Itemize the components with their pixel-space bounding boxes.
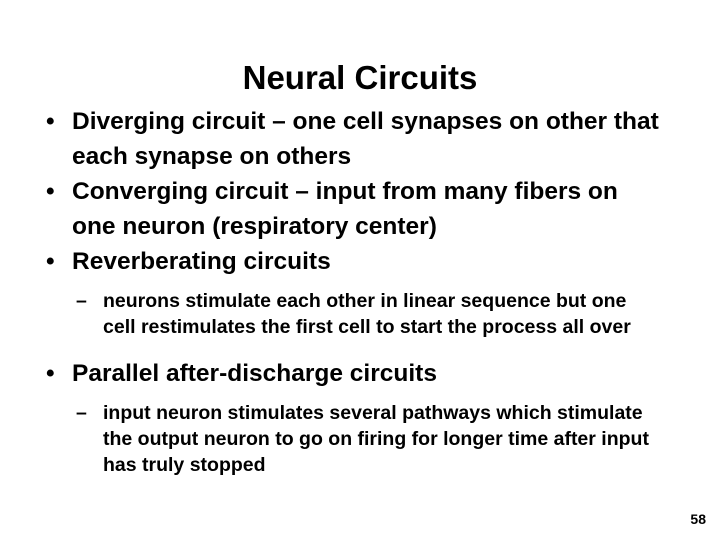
bullet-dot-icon: • <box>46 248 55 275</box>
list-item-label: Reverberating circuits <box>72 248 331 275</box>
sub-list-item: – input neuron stimulates several pathwa… <box>0 400 720 478</box>
bullet-dash-icon: – <box>76 290 87 312</box>
bullet-dot-icon: • <box>46 108 55 135</box>
bullet-dash-icon: – <box>76 402 87 424</box>
sub-list-item-label: input neuron stimulates several pathways… <box>103 402 649 476</box>
sub-list-item-label: neurons stimulate each other in linear s… <box>103 290 631 338</box>
spacer <box>0 340 720 356</box>
sub-list: – input neuron stimulates several pathwa… <box>0 400 720 478</box>
bullet-dot-icon: • <box>46 360 55 387</box>
slide-body: • Diverging circuit – one cell synapses … <box>0 104 720 478</box>
list-item-label: Parallel after-discharge circuits <box>72 360 437 387</box>
bullet-dot-icon: • <box>46 178 55 205</box>
slide-number: 58 <box>690 511 706 527</box>
list-item: • Reverberating circuits <box>0 244 720 279</box>
list-item: • Diverging circuit – one cell synapses … <box>0 104 720 174</box>
page-title: Neural Circuits <box>242 59 478 97</box>
sub-list: – neurons stimulate each other in linear… <box>0 288 720 340</box>
list-item: • Parallel after-discharge circuits <box>0 356 720 391</box>
list-item-label: Diverging circuit – one cell synapses on… <box>72 108 659 170</box>
sub-list-item: – neurons stimulate each other in linear… <box>0 288 720 340</box>
list-item-label: Converging circuit – input from many fib… <box>72 178 618 240</box>
list-item: • Converging circuit – input from many f… <box>0 174 720 244</box>
